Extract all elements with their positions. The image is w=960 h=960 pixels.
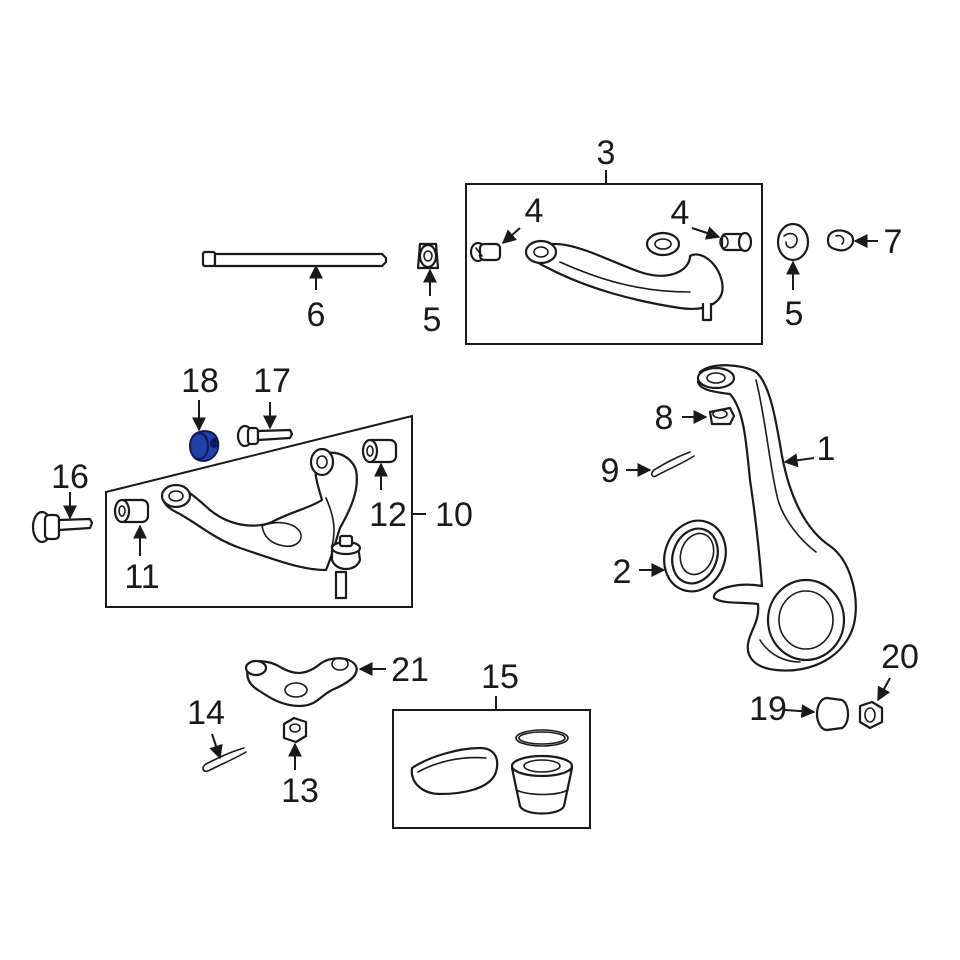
callout-17[interactable]: 17 xyxy=(253,362,291,400)
nut-7[interactable] xyxy=(826,229,855,252)
bushing-11[interactable] xyxy=(113,498,150,524)
washer-5-left[interactable] xyxy=(416,242,440,270)
callout-14[interactable]: 14 xyxy=(187,694,225,732)
callout-4-right[interactable]: 4 xyxy=(671,194,690,232)
callout-5-right[interactable]: 5 xyxy=(785,295,804,333)
snap-ring[interactable] xyxy=(515,729,569,747)
cam-bolt-17[interactable] xyxy=(236,424,294,448)
callout-15[interactable]: 15 xyxy=(481,658,519,696)
callout-4-left[interactable]: 4 xyxy=(525,192,544,230)
callout-1[interactable]: 1 xyxy=(817,430,836,468)
grease-packet[interactable] xyxy=(410,746,499,796)
callout-7[interactable]: 7 xyxy=(884,223,903,261)
steering-knuckle-1[interactable] xyxy=(696,364,857,672)
bolt-16[interactable] xyxy=(31,510,94,544)
upper-control-arm[interactable] xyxy=(524,231,724,322)
callout-13[interactable]: 13 xyxy=(281,772,319,810)
cap-19[interactable] xyxy=(815,696,850,732)
nut-8[interactable] xyxy=(708,406,736,426)
nut-13[interactable] xyxy=(282,716,308,744)
bushing-4-left[interactable] xyxy=(469,241,502,263)
cam-washer-18-highlighted[interactable] xyxy=(189,430,220,462)
dust-seal-2[interactable] xyxy=(654,512,735,600)
washer-5-right[interactable] xyxy=(776,222,810,262)
bushing-12[interactable] xyxy=(361,438,398,464)
group-box-10 xyxy=(105,414,413,608)
callout-19[interactable]: 19 xyxy=(749,690,787,728)
lower-control-arm[interactable] xyxy=(160,447,362,600)
group-box-15 xyxy=(392,709,591,829)
bushing-4-right[interactable] xyxy=(719,231,753,253)
callout-2[interactable]: 2 xyxy=(613,553,632,591)
callout-12[interactable]: 12 xyxy=(369,496,407,534)
callout-5-left[interactable]: 5 xyxy=(423,301,442,339)
bracket-21[interactable] xyxy=(244,657,358,708)
long-bolt-6[interactable] xyxy=(201,250,388,268)
callout-8[interactable]: 8 xyxy=(655,399,674,437)
callout-18[interactable]: 18 xyxy=(181,362,219,400)
cotter-pin-9[interactable] xyxy=(651,451,695,478)
callout-3[interactable]: 3 xyxy=(597,134,616,172)
cotter-pin-14[interactable] xyxy=(202,747,247,773)
callout-16[interactable]: 16 xyxy=(51,458,89,496)
callout-9[interactable]: 9 xyxy=(601,452,620,490)
ball-joint-boot[interactable] xyxy=(510,754,574,815)
group-box-3 xyxy=(465,183,763,345)
callout-21[interactable]: 21 xyxy=(391,651,429,689)
callout-20[interactable]: 20 xyxy=(881,638,919,676)
callout-11[interactable]: 11 xyxy=(124,558,159,596)
callout-6[interactable]: 6 xyxy=(307,296,326,334)
callout-10[interactable]: 10 xyxy=(435,496,473,534)
nut-20[interactable] xyxy=(858,700,884,730)
